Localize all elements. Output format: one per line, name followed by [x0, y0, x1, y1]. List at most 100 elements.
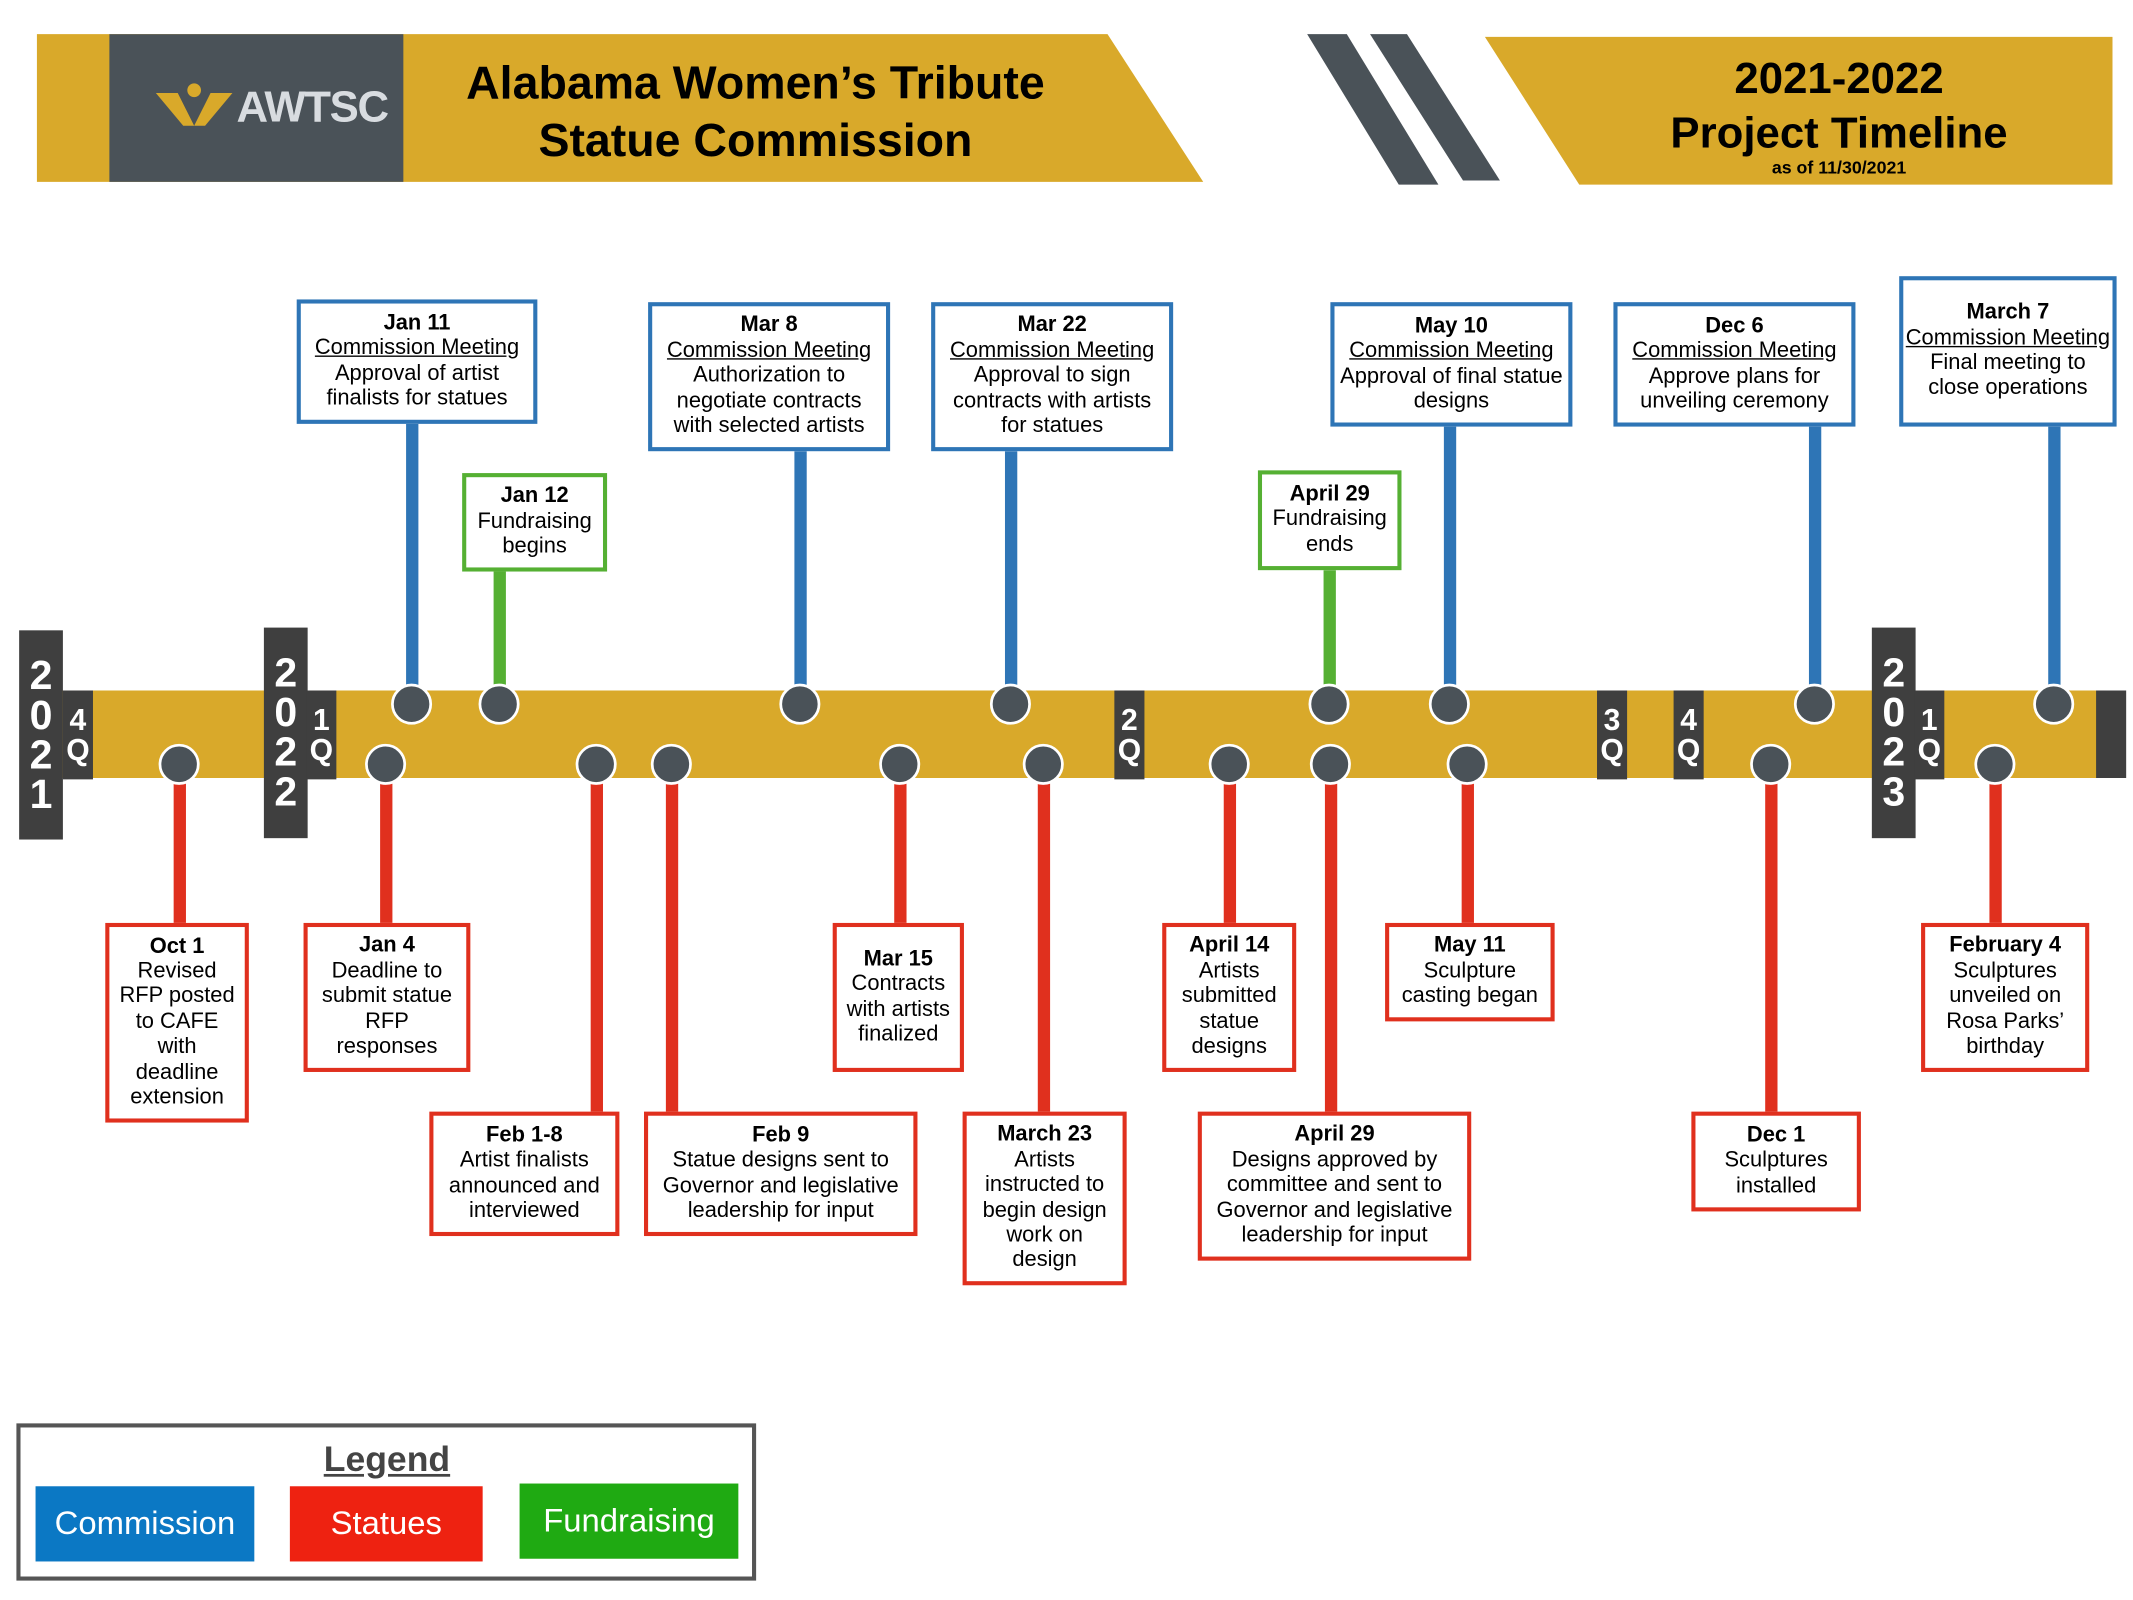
event-description: Sculpture casting began [1401, 959, 1538, 1008]
connector-line [1324, 764, 1338, 1112]
event-date: May 11 [1433, 934, 1506, 958]
timeline-end-cap [2096, 690, 2127, 778]
quarter-char: Q [1676, 732, 1701, 767]
connector-line [894, 764, 907, 923]
legend-fundraising: Fundraising [519, 1483, 739, 1559]
event-date: Dec 1 [1746, 1123, 1806, 1148]
event-description: Artists instructed to begin design work … [982, 1148, 1107, 1273]
event-description: Artist finalists announced and interview… [448, 1148, 600, 1223]
event-dot [1309, 743, 1351, 785]
quarter-char: Q [1600, 732, 1624, 767]
connector-line [1443, 426, 1457, 705]
connector-line [1765, 764, 1778, 1112]
event-date: March 7 [1966, 301, 2050, 325]
event-meeting: Commission Meeting [1632, 339, 1837, 363]
event-meeting: Commission Meeting [1905, 326, 2111, 350]
quarter-char: 4 [1680, 702, 1698, 737]
event-dot [1974, 743, 2016, 785]
event-description: Sculptures unveiled on Rosa Parks’ birth… [1946, 959, 2065, 1059]
event-dot [989, 683, 1031, 725]
event-date: Mar 15 [863, 947, 933, 971]
title-line: Statue Commission [538, 114, 973, 167]
quarter-char: Q [309, 732, 334, 767]
event-dot [1022, 743, 1064, 785]
quarter-char: 1 [312, 702, 330, 737]
event-description: Approval of final statue designs [1340, 364, 1563, 413]
event-description: Fundraising ends [1272, 507, 1387, 557]
year-digit: 1 [29, 771, 53, 817]
connector-line [1461, 764, 1474, 923]
quarter-char: 4 [69, 702, 87, 737]
year-digit: 0 [274, 690, 298, 736]
timeline-banner [1484, 36, 2113, 185]
event-dot [391, 683, 433, 725]
quarter-char: Q [1917, 732, 1941, 767]
event-meeting: Commission Meeting [666, 338, 872, 363]
event-date: Oct 1 [149, 934, 205, 958]
event-description: Contracts with artists finalized [846, 972, 950, 1046]
quarter-char: 3 [1603, 702, 1621, 737]
as-of-date: as of 11/30/2021 [1771, 157, 1907, 178]
event-dot [650, 743, 692, 785]
event-dot [1308, 683, 1350, 725]
quarter-char: 1 [1920, 702, 1938, 737]
event-date: Feb 9 [752, 1123, 810, 1147]
connector-line [1223, 764, 1237, 923]
connector-line [2048, 426, 2061, 705]
year-digit: 2 [274, 650, 298, 696]
connector-line [1808, 426, 1822, 705]
event-date: February 4 [1949, 934, 2062, 958]
event-date: April 14 [1189, 934, 1270, 958]
event-date: Feb 1-8 [486, 1123, 563, 1147]
event-dot [575, 743, 617, 785]
year-digit: 2 [274, 730, 298, 776]
event-dot [2033, 683, 2075, 725]
year-digit: 2 [29, 652, 53, 699]
event-description: Revised RFP posted to CAFE with deadline… [119, 959, 235, 1109]
event-description: Approval to sign contracts with artists … [953, 364, 1152, 438]
title-line: Alabama Women’s Tribute [466, 57, 1045, 110]
year-digit: 2 [29, 732, 53, 778]
event-date: April 29 [1289, 482, 1370, 506]
event-date: April 29 [1294, 1123, 1375, 1147]
legend [16, 1423, 757, 1581]
event-dot [1208, 743, 1250, 785]
event-description: Designs approved by committee and sent t… [1216, 1148, 1453, 1248]
divider-stripe [1370, 34, 1500, 181]
event-dot [1793, 683, 1835, 725]
year-digit: 0 [29, 692, 53, 738]
page-title: Alabama Women’s Tribute Statue Commissio… [438, 55, 1074, 170]
event-dot [879, 743, 921, 785]
connector-line [794, 451, 807, 705]
event-description: Approval of artist finalists for statues [326, 361, 508, 411]
connector-line [1004, 451, 1018, 705]
year-digit: 3 [1882, 769, 1906, 815]
connector-line [173, 764, 186, 923]
connector-line [1037, 764, 1051, 1112]
event-meeting: Commission Meeting [314, 336, 520, 360]
connector-line [406, 423, 419, 705]
event-dot [779, 683, 821, 725]
event-description: Authorization to negotiate contracts wit… [673, 364, 865, 438]
connector-line [590, 764, 603, 1112]
connector-line [1989, 764, 2002, 923]
timeline-heading: 2021-2022 Project Timeline [1613, 51, 2064, 160]
event-date: Dec 6 [1705, 314, 1764, 338]
year-digit: 0 [1882, 690, 1906, 736]
connector-line [380, 764, 393, 923]
